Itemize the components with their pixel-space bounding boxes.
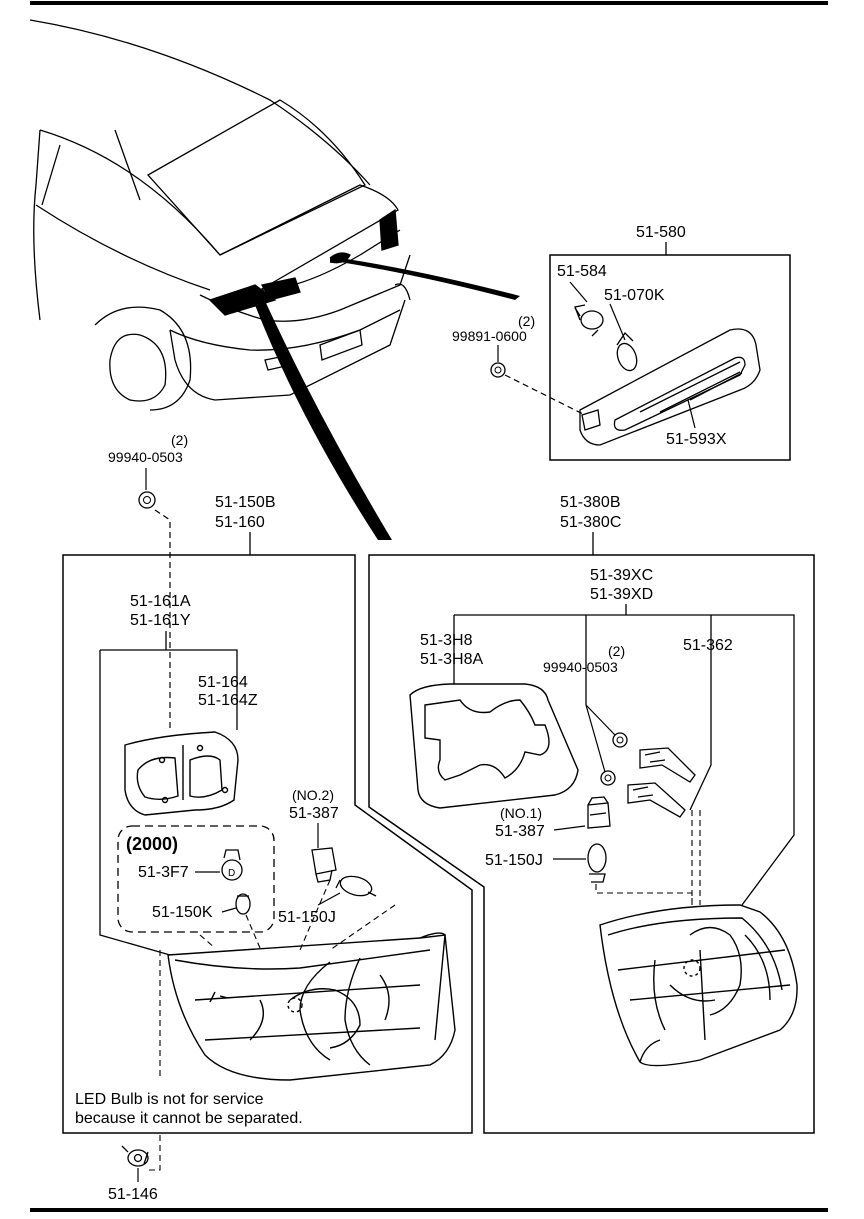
label-2000: (2000)	[126, 834, 178, 854]
label-99891-0600: 99891-0600	[452, 328, 527, 344]
label-51-150J-right: 51-150J	[485, 852, 543, 869]
box-51-580	[549, 254, 791, 461]
label-51-3H8: 51-3H8	[420, 632, 473, 649]
led-socket-51-3F7: D	[221, 849, 243, 881]
label-51-380B: 51-380B	[560, 494, 621, 511]
label-51-164: 51-164	[198, 674, 248, 691]
label-51-387-right: 51-387	[495, 823, 545, 840]
label-51-39XD: 51-39XD	[590, 586, 653, 603]
label-51-362: 51-362	[683, 637, 733, 654]
gasket-51-164	[124, 731, 239, 816]
label-no2: (NO.2)	[292, 787, 334, 803]
svg-text:D: D	[228, 868, 235, 879]
label-qty-99940-top: (2)	[171, 432, 188, 448]
label-51-070K: 51-070K	[604, 287, 665, 304]
rear-inner-lamp-lens	[599, 904, 798, 1067]
nut-99891-0600-icon	[490, 362, 506, 378]
led-bulb-51-150K	[235, 893, 251, 915]
label-51-150K: 51-150K	[152, 904, 213, 921]
label-99940-0503-top: 99940-0503	[108, 449, 183, 465]
label-51-161Y: 51-161Y	[130, 612, 191, 629]
socket-51-387-left	[311, 847, 337, 883]
label-51-3H8A: 51-3H8A	[420, 651, 483, 668]
nut-99940-0503-right-b-icon	[600, 770, 616, 786]
bracket-51-362	[627, 747, 696, 818]
label-51-160: 51-160	[215, 514, 265, 531]
label-51-164Z: 51-164Z	[198, 692, 258, 709]
note-led-line1: LED Bulb is not for service	[75, 1091, 264, 1108]
label-51-161A: 51-161A	[130, 593, 191, 610]
box-51-150B	[62, 554, 473, 1134]
clip-51-146-icon	[121, 1145, 149, 1167]
label-51-593X: 51-593X	[666, 431, 727, 448]
box-51-380B	[368, 554, 815, 1134]
leader-band-high-mount	[340, 258, 520, 300]
note-led-line2: because it cannot be separated.	[75, 1110, 303, 1127]
label-51-3F7: 51-3F7	[138, 864, 189, 881]
label-no1: (NO.1)	[500, 805, 542, 821]
rear-inner-lamp-group: 51-380B 51-380C 51-39XC 51-39XD 51-3H8 5…	[368, 494, 815, 1134]
high-mount-lamp-unit	[579, 328, 761, 446]
box-2000-variant	[117, 825, 275, 933]
label-51-146: 51-146	[108, 1186, 158, 1203]
label-qty-99891: (2)	[518, 313, 535, 329]
bulb-51-150J-left	[335, 875, 377, 897]
leader-band-rear-lamps	[255, 303, 392, 540]
car-rear-illustration	[29, 19, 411, 411]
label-51-387-left: 51-387	[289, 805, 339, 822]
socket-51-387-right	[587, 796, 611, 829]
label-51-380C: 51-380C	[560, 514, 621, 531]
label-51-39XC: 51-39XC	[590, 567, 653, 584]
high-mount-stop-lamp-group: 51-580 51-584 51-070K 51-593X (2) 99891-…	[452, 224, 791, 461]
label-51-580: 51-580	[636, 224, 686, 241]
nut-99940-0503-top-icon	[138, 491, 156, 509]
socket-51-584	[574, 304, 604, 337]
label-51-150J-left: 51-150J	[278, 909, 336, 926]
label-99940-0503-right: 99940-0503	[543, 659, 618, 675]
bulb-51-070K	[616, 331, 638, 372]
label-qty-99940-right: (2)	[608, 643, 625, 659]
bulb-51-150J-right	[587, 843, 607, 883]
label-51-584: 51-584	[557, 263, 607, 280]
rear-combination-lamp-lens	[167, 932, 456, 1081]
nut-99940-0503-right-a-icon	[612, 732, 628, 748]
label-51-150B: 51-150B	[215, 494, 276, 511]
rear-combination-lamp-group: (2) 99940-0503 51-150B 51-160 51-161A 51…	[62, 432, 473, 1203]
gasket-51-3H8	[409, 683, 579, 809]
